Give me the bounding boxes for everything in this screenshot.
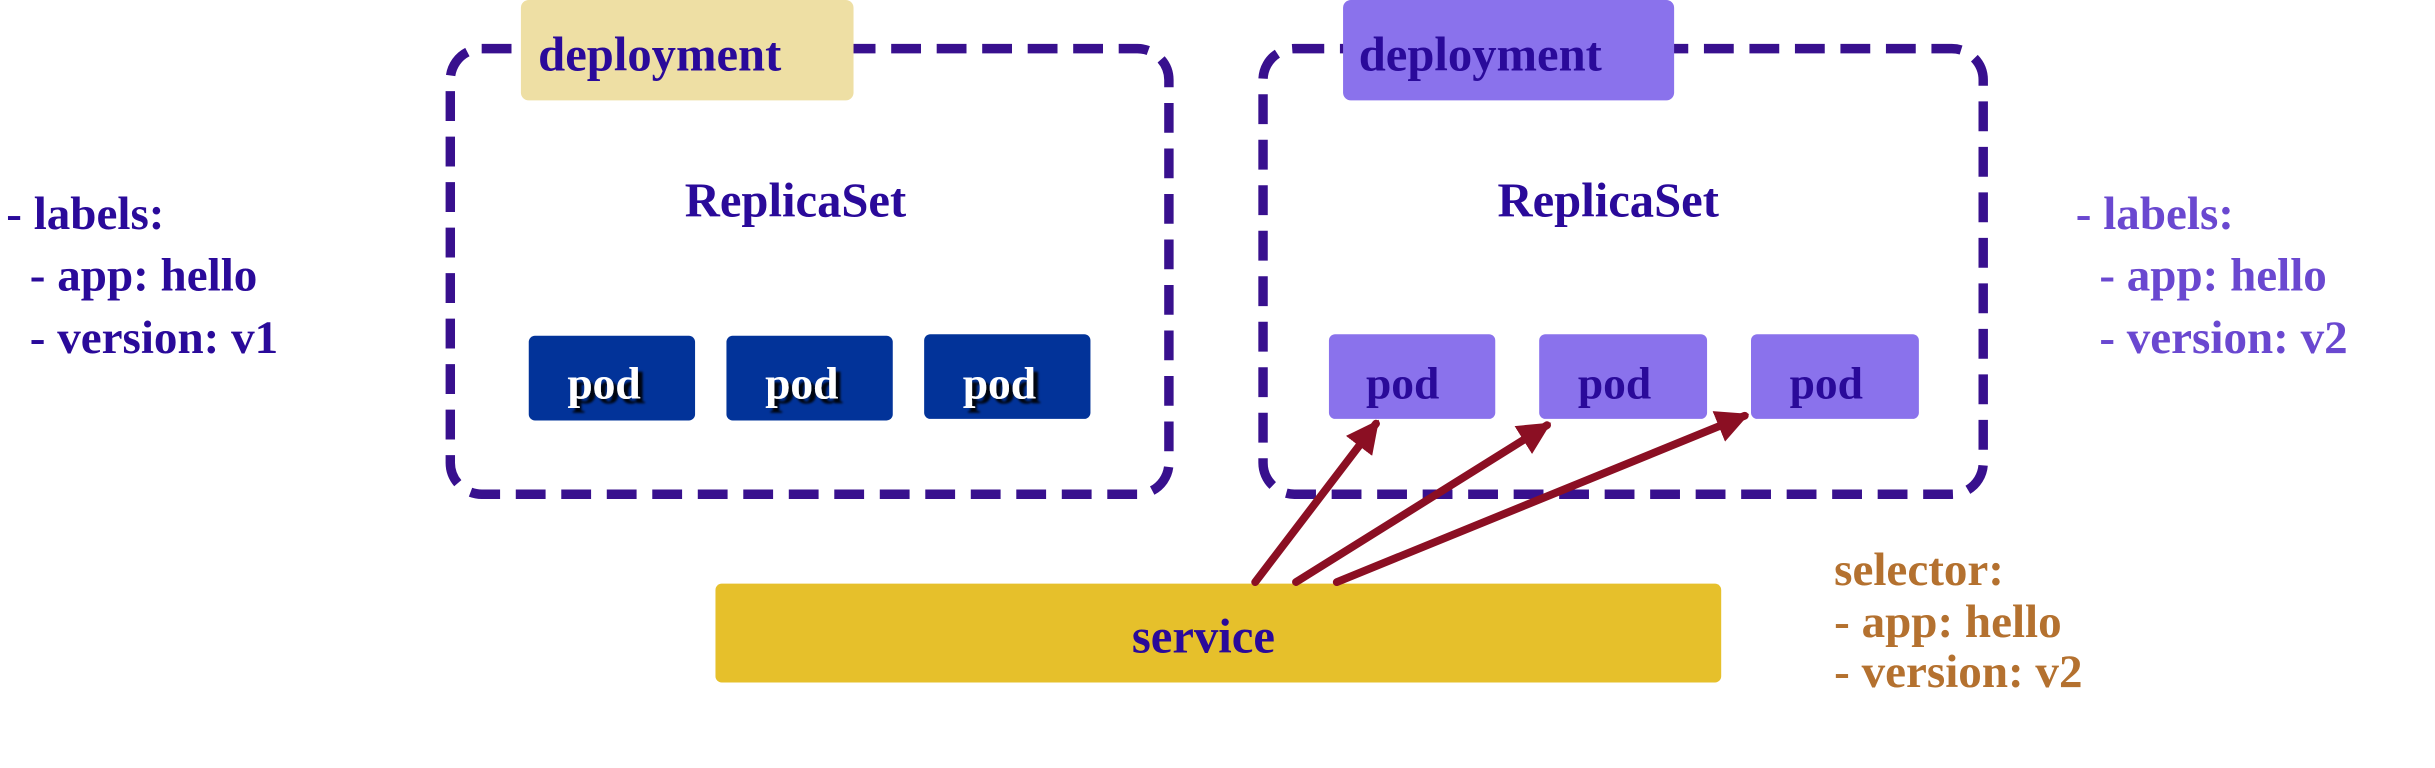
right-labels-version: - version: v2 — [2076, 312, 2348, 364]
arrow-to-pod-v2-2 — [1292, 421, 1552, 587]
selector-header: selector: — [1834, 544, 2004, 596]
deployment-v1: deployment ReplicaSet pod pod pod — [445, 0, 1174, 499]
right-labels: - labels: - app: hello - version: v2 — [2076, 188, 2348, 364]
replicaset-v2-label: ReplicaSet — [1497, 174, 1718, 228]
deployment-v2: deployment ReplicaSet pod pod pod — [1258, 0, 1988, 499]
service-to-pod-arrows — [1251, 411, 1750, 587]
pod-v2-1-label: pod — [1366, 358, 1439, 409]
pod-v1-1-label: pod — [567, 358, 640, 409]
selector-version: - version: v2 — [1834, 646, 2082, 698]
selector: selector: - app: hello - version: v2 — [1834, 544, 2082, 698]
deployment-v2-tag — [1343, 0, 1675, 101]
pod-v1-3-label: pod — [963, 358, 1036, 409]
pod-v1-3 — [924, 334, 1091, 419]
pod-v1-2 — [726, 335, 893, 421]
pod-v2-2-label: pod — [1578, 358, 1651, 409]
left-labels: - labels: - app: hello - version: v1 — [6, 188, 278, 364]
deployment-v1-tag — [520, 0, 854, 101]
pod-v2-2 — [1539, 334, 1708, 419]
service-label: service — [1132, 610, 1275, 664]
pod-v2-1 — [1328, 334, 1496, 419]
pod-v2-3-label: pod — [1790, 358, 1863, 409]
pod-v1-1 — [528, 335, 696, 421]
left-labels-version: - version: v1 — [6, 312, 278, 364]
left-labels-app: - app: hello — [6, 249, 257, 301]
arrow-to-pod-v2-1 — [1251, 419, 1380, 587]
selector-app: - app: hello — [1834, 596, 2062, 648]
deployment-v1-frame — [445, 43, 1174, 499]
deployment-v1-tag-label: deployment — [538, 28, 781, 82]
deployment-v2-tag-label: deployment — [1359, 28, 1602, 82]
service: service — [715, 583, 1722, 683]
service-box — [715, 583, 1722, 683]
right-labels-app: - app: hello — [2076, 249, 2327, 301]
replicaset-v1-label: ReplicaSet — [685, 174, 906, 228]
pod-v1-2-label: pod — [765, 358, 838, 409]
right-labels-header: - labels: — [2076, 188, 2234, 240]
pod-v2-3 — [1751, 334, 1919, 419]
arrow-to-pod-v2-3 — [1332, 411, 1750, 587]
left-labels-header: - labels: — [6, 188, 164, 240]
